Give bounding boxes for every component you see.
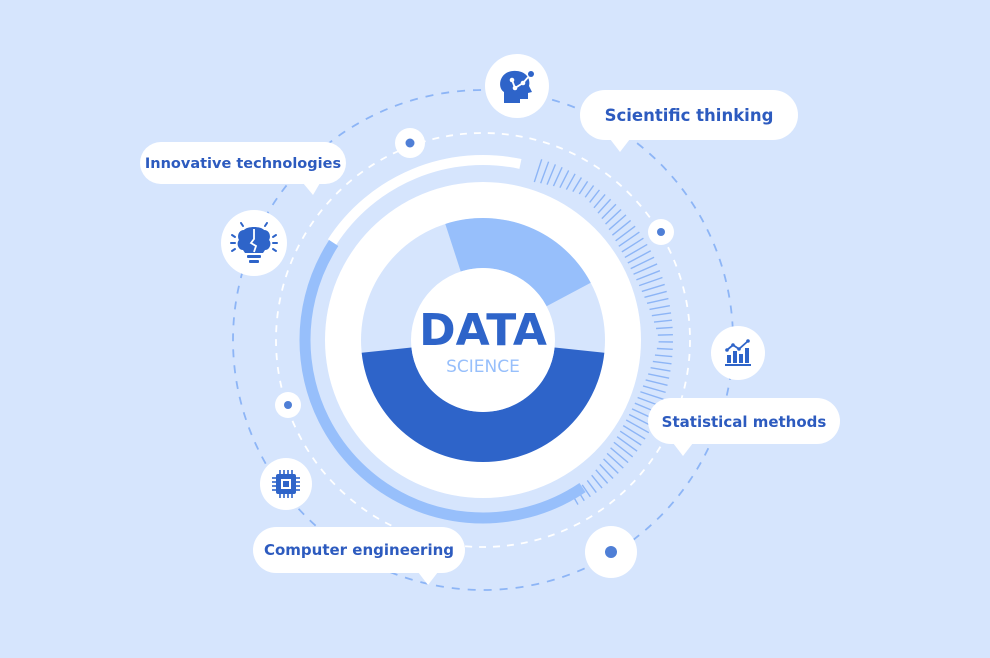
hatch-tick: [622, 425, 646, 440]
inner-dashed-ring: [275, 132, 691, 548]
hatch-tick: [586, 479, 597, 493]
hatch-tick: [597, 198, 612, 214]
hatch-tick: [656, 347, 673, 350]
hatch-tick: [613, 441, 634, 458]
hatch-tick: [610, 447, 629, 464]
hatch-tick: [559, 170, 570, 189]
hatch-tick: [642, 385, 666, 394]
label-computer-engineering: Computer engineering: [253, 527, 465, 585]
donut-segment-light: [445, 217, 591, 307]
hatch-tick: [572, 177, 583, 193]
hatch-tick: [619, 430, 642, 446]
hatch-tick: [591, 474, 603, 489]
hatch-tick: [584, 185, 595, 198]
node-dot: [648, 219, 674, 245]
white-arc: [327, 155, 522, 245]
hatch-tick: [618, 231, 640, 247]
hatch-tick: [603, 458, 619, 474]
bar-chart-icon: [711, 326, 765, 380]
hatch-tick: [621, 237, 644, 253]
hatch-tick: [625, 419, 650, 434]
hatch-tick: [640, 391, 664, 401]
node-dot: [585, 526, 637, 578]
hatch-tick: [648, 373, 670, 379]
hatch-tick: [636, 270, 661, 281]
center-subtitle: SCIENCE: [446, 357, 520, 377]
hatch-tick: [649, 305, 671, 311]
center-disc: [411, 268, 555, 412]
hatch-tick: [552, 166, 563, 187]
hatch-tick: [540, 161, 550, 184]
label-text: Scientific thinking: [605, 106, 774, 125]
hatch-tick: [654, 354, 673, 358]
head-network-icon: [485, 54, 549, 118]
hatch-tick: [578, 180, 589, 195]
hatch-tick: [630, 256, 655, 270]
hatch-tick: [533, 159, 543, 183]
hatch-tick: [650, 367, 671, 372]
node-dot: [395, 128, 425, 158]
hatch-tick: [589, 189, 601, 203]
hatch-tick: [593, 194, 606, 209]
brain-lightbulb-icon: [221, 210, 287, 276]
hatch-tick: [581, 484, 591, 498]
hatch-tick: [624, 243, 648, 259]
hatch-tick: [595, 469, 609, 484]
hatch-tick: [616, 436, 638, 452]
label-text: Statistical methods: [662, 413, 827, 431]
hatch-tick: [546, 164, 557, 185]
hatch-tick: [645, 379, 668, 387]
hatch-tick: [606, 452, 624, 469]
hatch-tick: [608, 214, 627, 231]
hatch-tick: [601, 203, 617, 220]
hatch-tick: [644, 290, 667, 299]
hatch-tick: [565, 173, 576, 190]
label-text: Innovative technologies: [145, 156, 341, 172]
hatch-tick: [655, 326, 673, 330]
microchip-icon: [260, 458, 312, 510]
label-text: Computer engineering: [264, 541, 454, 559]
hatch-tick: [633, 263, 658, 275]
hatch-tick: [615, 225, 636, 242]
hatch-tick: [638, 276, 663, 287]
node-dot: [275, 392, 301, 418]
light-blue-arc: [299, 240, 586, 524]
hatch-tick: [646, 297, 669, 305]
hatch-tick: [641, 283, 665, 293]
hatch-tick: [652, 360, 672, 365]
hatch-tick: [605, 208, 622, 225]
label-statistical-methods: Statistical methods: [648, 398, 840, 456]
label-scientific-thinking: Scientific thinking: [580, 90, 798, 152]
hatch-tick: [653, 319, 673, 323]
rings: [232, 89, 734, 591]
hatch-tick: [651, 312, 672, 317]
center-title: DATA: [419, 305, 547, 356]
hatch-tick: [611, 219, 632, 236]
hatch-tick: [627, 250, 652, 264]
hatch-tick: [599, 463, 614, 479]
donut-segment-dark: [361, 347, 605, 462]
label-innovative-technologies: Innovative technologies: [140, 142, 346, 195]
